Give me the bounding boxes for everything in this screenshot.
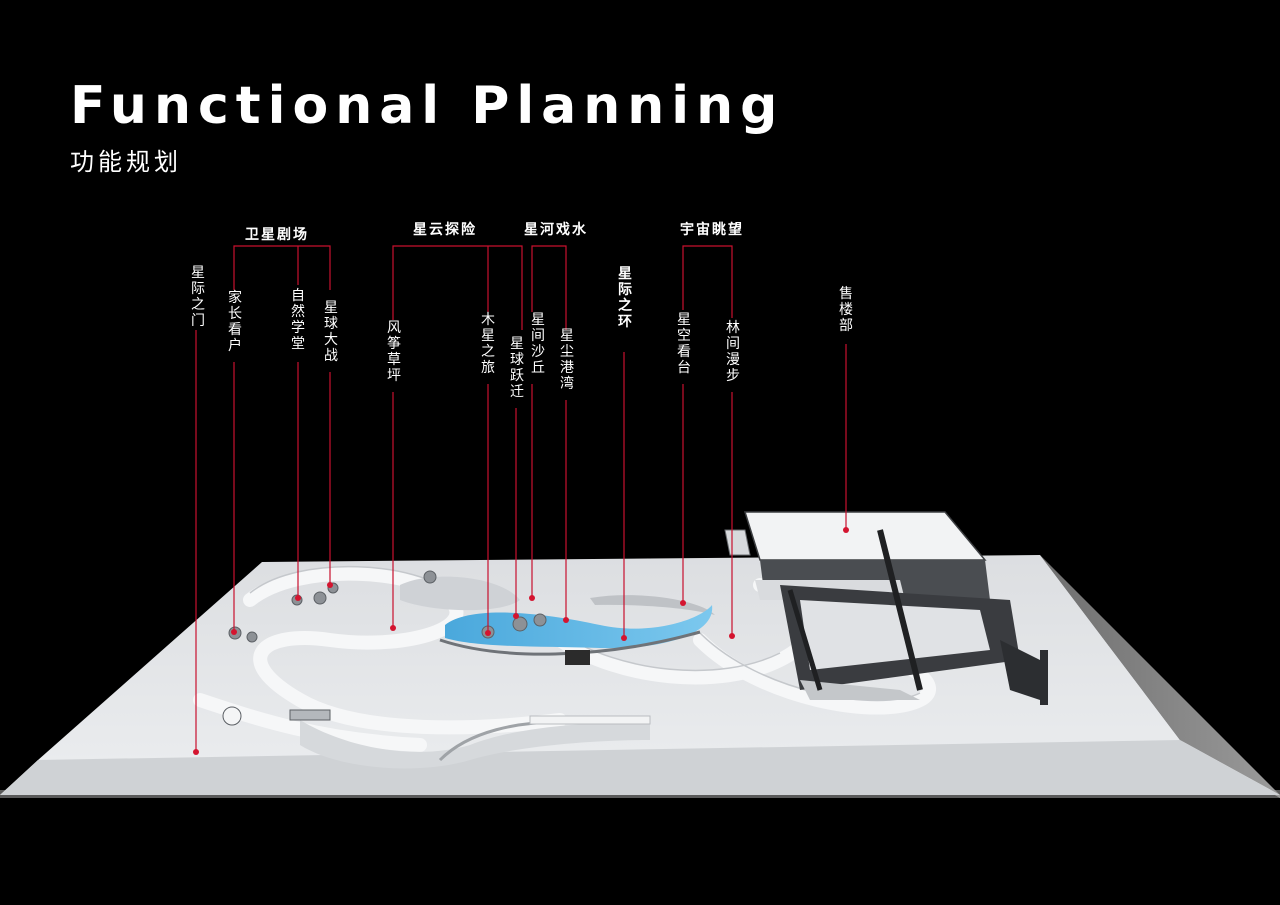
- label-star-gate: 星际之门: [191, 265, 205, 329]
- label-parent-watch: 家长看户: [228, 289, 242, 354]
- dot-sales-office: [843, 527, 849, 533]
- area-labels: 星际之门 家长看户 自然学堂 星球大战 风筝草坪 木星之旅 星球跃迁 星间沙丘 …: [191, 265, 853, 400]
- dot-stardust-bay: [563, 617, 569, 623]
- label-jupiter-trip: 木星之旅: [481, 312, 495, 376]
- dot-star-dune: [529, 595, 535, 601]
- label-kite-lawn: 风筝草坪: [387, 320, 401, 384]
- ground-bottom-strip: [0, 740, 1280, 795]
- label-forest-walk: 林间漫步: [726, 320, 740, 384]
- label-star-dune: 星间沙丘: [531, 312, 545, 376]
- label-sales-office: 售楼部: [839, 286, 853, 334]
- label-nature-hall: 自然学堂: [291, 288, 305, 352]
- label-planet-jump: 星球跃迁: [510, 336, 524, 400]
- dot-planet-jump: [513, 613, 519, 619]
- bracket-satellite-theater: [233, 245, 331, 290]
- label-star-ring: 星际之环: [618, 266, 632, 330]
- page-subtitle: 功能规划: [70, 148, 182, 176]
- group-label-satellite-theater: 卫星剧场: [245, 227, 309, 243]
- group-label-galaxy-water: 星河戏水: [524, 221, 588, 238]
- dot-parent-watch: [231, 629, 237, 635]
- bracket-galaxy-water: [531, 245, 567, 330]
- ring-rim: [439, 630, 701, 656]
- dot-kite-lawn: [390, 625, 396, 631]
- dot-jupiter-trip: [485, 630, 491, 636]
- ring-support: [565, 650, 590, 665]
- kite-lawn-mound: [400, 576, 520, 611]
- sales-office-building: [724, 511, 1048, 705]
- bracket-nebula-adventure: [392, 245, 523, 330]
- dot-forest-walk: [729, 633, 735, 639]
- water-ring: [445, 605, 713, 649]
- dot-nature-hall: [295, 595, 301, 601]
- site-model: [0, 511, 1280, 798]
- dot-star-ring: [621, 635, 627, 641]
- group-label-nebula-adventure: 星云探险: [413, 221, 477, 238]
- dot-planet-battle: [327, 582, 333, 588]
- label-sky-deck: 星空看台: [677, 312, 691, 376]
- leader-lines: [193, 245, 849, 755]
- page-title: Functional Planning: [70, 76, 785, 136]
- bracket-cosmos-view: [682, 245, 733, 318]
- dot-star-gate: [193, 749, 199, 755]
- group-label-cosmos-view: 宇宙眺望: [680, 221, 744, 238]
- base-right-side: [1040, 555, 1280, 798]
- group-labels: 卫星剧场 星云探险 星河戏水 宇宙眺望: [245, 221, 744, 243]
- label-planet-battle: 星球大战: [324, 300, 338, 364]
- entry-bench: [529, 715, 651, 725]
- entry-plaza: [300, 720, 650, 769]
- label-stardust-bay: 星尘港湾: [560, 328, 574, 392]
- ring-seating: [590, 595, 715, 615]
- dot-sky-deck: [680, 600, 686, 606]
